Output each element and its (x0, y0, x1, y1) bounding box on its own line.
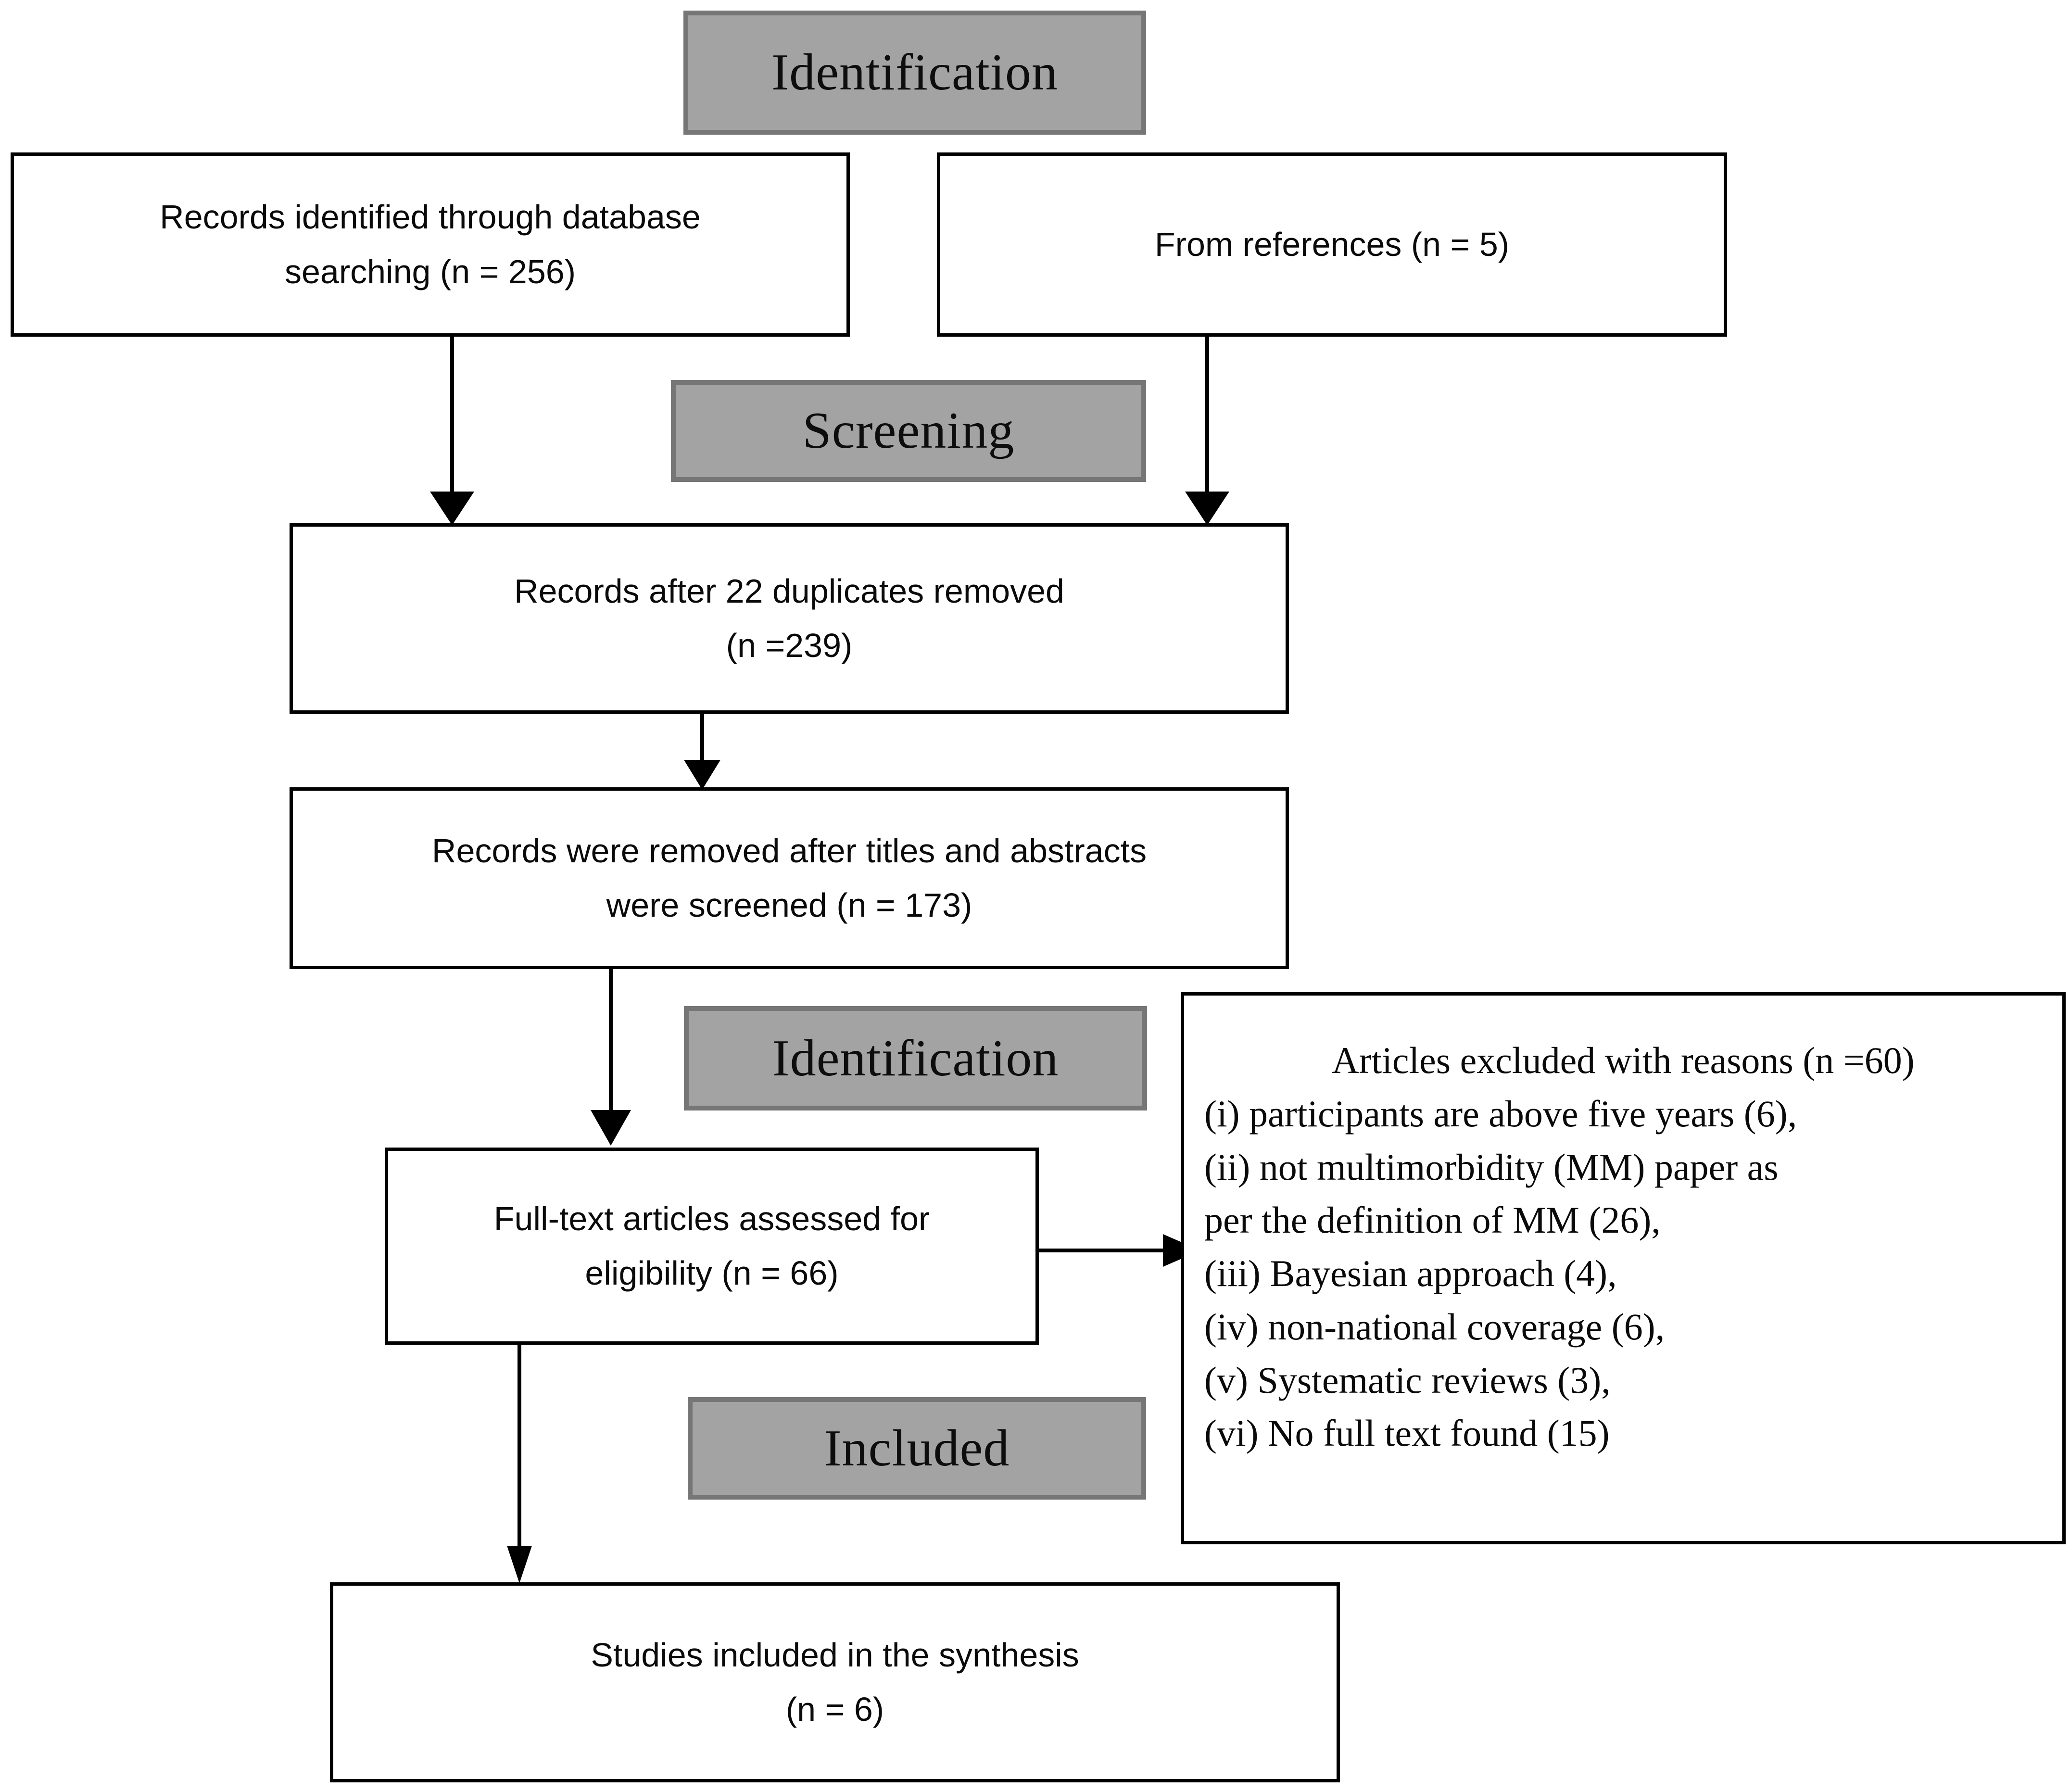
box-line: (v) Systematic reviews (3), (1204, 1359, 1611, 1401)
connector-refs-to-dedup (1178, 337, 1236, 525)
stage-chip-label: Screening (802, 402, 1015, 459)
box-line: (n = 6) (785, 1691, 884, 1728)
box-line: (iii) Bayesian approach (4), (1204, 1252, 1617, 1294)
flow-box-records-screened-out: Records were removed after titles and ab… (290, 787, 1289, 969)
connector-db-to-dedup (423, 337, 481, 525)
box-line: were screened (n = 173) (606, 886, 972, 924)
flow-box-records-database: Records identified through database sear… (11, 152, 850, 337)
box-line: searching (n = 256) (284, 252, 576, 290)
stage-chip-label: Identification (772, 1029, 1059, 1087)
box-line: Full-text articles assessed for (493, 1199, 930, 1237)
connector-fulltext-to-excluded (1039, 1222, 1202, 1279)
box-line: (ii) not multimorbidity (MM) paper as (1204, 1146, 1779, 1188)
box-line: Studies included in the synthesis (591, 1636, 1079, 1674)
stage-chip-label: Identification (771, 44, 1058, 101)
box-line: (n =239) (726, 627, 853, 664)
stage-chip-identification-top: Identification (683, 11, 1146, 135)
stage-chip-identification-mid: Identification (684, 1006, 1147, 1111)
box-line: (vi) No full text found (15) (1204, 1412, 1610, 1454)
box-line: eligibility (n = 66) (585, 1254, 839, 1292)
flow-box-studies-included: Studies included in the synthesis (n = 6… (330, 1582, 1340, 1782)
flow-box-articles-excluded: Articles excluded with reasons (n =60) (… (1181, 992, 2066, 1544)
box-line: per the definition of MM (26), (1204, 1199, 1661, 1241)
box-line: Records after 22 duplicates removed (514, 572, 1064, 610)
connector-dedup-to-screened (673, 712, 731, 790)
box-line: Records identified through database (160, 198, 701, 236)
connector-fulltext-to-included (491, 1342, 548, 1583)
box-line: (i) participants are above five years (6… (1204, 1092, 1797, 1135)
box-line: Records were removed after titles and ab… (431, 832, 1147, 870)
stage-chip-label: Included (824, 1419, 1010, 1477)
flow-box-records-references: From references (n = 5) (937, 152, 1727, 337)
stage-chip-screening: Screening (671, 380, 1146, 482)
flow-box-records-deduplicated: Records after 22 duplicates removed (n =… (290, 523, 1289, 714)
stage-chip-included: Included (688, 1397, 1146, 1500)
flow-box-fulltext-assessed: Full-text articles assessed for eligibil… (385, 1148, 1039, 1345)
box-heading: Articles excluded with reasons (n =60) (1332, 1039, 1915, 1081)
box-line: (iv) non-national coverage (6), (1204, 1305, 1665, 1348)
box-line: From references (n = 5) (1154, 225, 1510, 263)
connector-screened-to-fulltext (582, 967, 640, 1146)
